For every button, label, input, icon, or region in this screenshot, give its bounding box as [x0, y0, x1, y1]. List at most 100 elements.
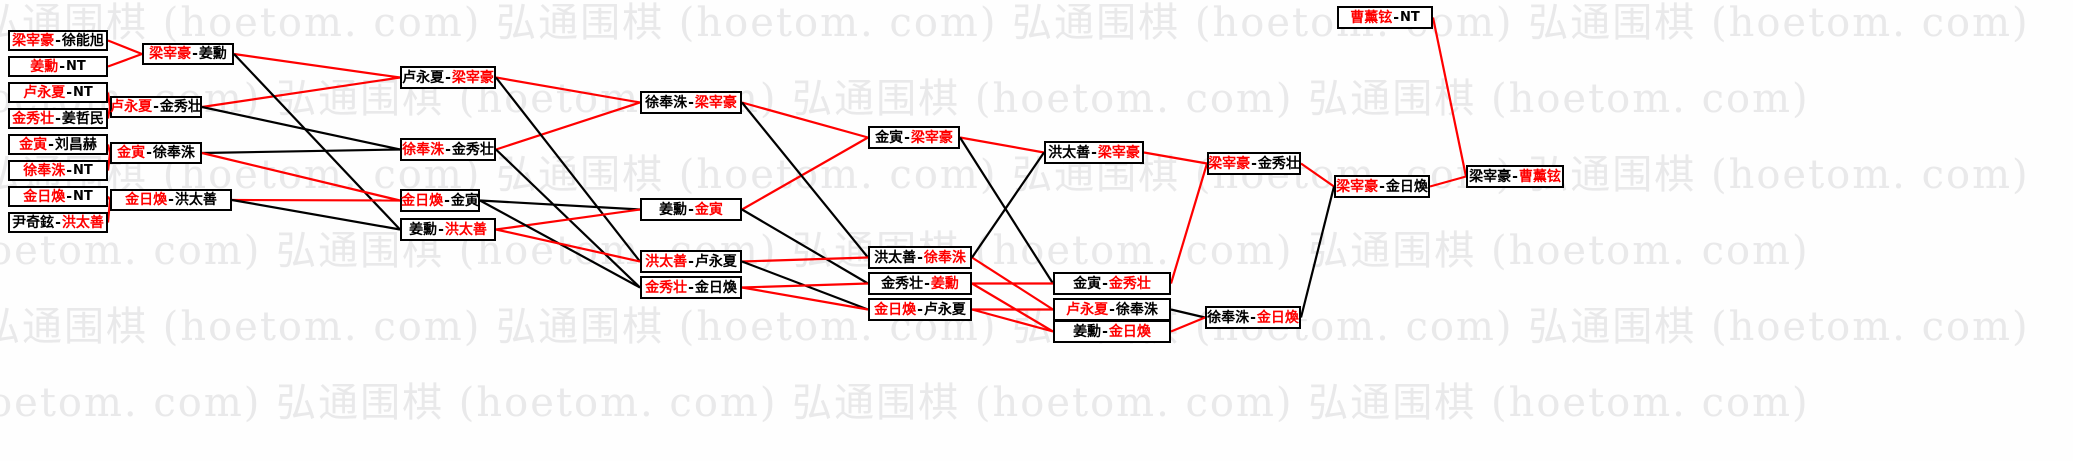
match-node[interactable]: 姜勳-金日煥 [1053, 320, 1171, 343]
match-node[interactable]: 徐奉洙-NT [8, 160, 108, 181]
player-a: 卢永夏 [1066, 301, 1109, 318]
player-a: 梁宰豪 [1469, 168, 1512, 185]
match-node[interactable]: 卢永夏-金秀壮 [110, 96, 202, 118]
connector-line [201, 105, 401, 151]
match-node[interactable]: 梁宰豪-金日煥 [1334, 175, 1430, 198]
player-a: 徐奉洙 [23, 162, 66, 179]
player-b: 金秀壮 [1257, 155, 1300, 172]
player-a: 金日煥 [23, 188, 66, 205]
player-b: 金日煥 [1108, 323, 1151, 340]
match-node[interactable]: 金寅-徐奉洙 [110, 142, 202, 164]
match-node[interactable]: 梁宰豪-姜勳 [142, 43, 234, 65]
connector-line [201, 151, 401, 202]
match-node[interactable]: 金日煥-NT [8, 186, 108, 207]
player-a: 金秀壮 [881, 275, 924, 292]
name-separator: - [1251, 155, 1257, 172]
connector-line [1429, 175, 1467, 188]
name-separator: - [445, 141, 451, 158]
player-a: 金秀壮 [12, 110, 55, 127]
match-node[interactable]: 金寅-刘昌赫 [8, 134, 108, 155]
connector-line [971, 282, 1054, 333]
match-node[interactable]: 金寅-金秀壮 [1053, 272, 1171, 295]
player-b: 徐能旭 [61, 32, 104, 49]
match-node[interactable]: 金日煥-洪太善 [110, 189, 232, 211]
match-node[interactable]: 姜勳-金寅 [640, 198, 742, 221]
connector-line [741, 136, 869, 211]
player-b: 卢永夏 [923, 301, 966, 318]
player-b: 梁宰豪 [1097, 144, 1140, 161]
match-node[interactable]: 金日煥-卢永夏 [868, 298, 972, 321]
name-separator: - [55, 110, 61, 127]
match-node[interactable]: 洪太善-徐奉洙 [868, 246, 972, 269]
match-node[interactable]: 洪太善-梁宰豪 [1044, 141, 1144, 164]
player-b: 金秀壮 [451, 141, 494, 158]
match-node[interactable]: 徐奉洙-金秀壮 [400, 138, 496, 161]
connector-line [971, 151, 1045, 259]
match-node[interactable]: 卢永夏-梁宰豪 [400, 66, 496, 89]
match-node[interactable]: 姜勳-洪太善 [400, 218, 496, 241]
connector-line [1169, 163, 1209, 284]
connector-line [959, 136, 1054, 285]
player-a: 金日煥 [874, 301, 917, 318]
player-a: 金日煥 [401, 192, 444, 209]
player-b: NT [1400, 10, 1420, 25]
match-node[interactable]: 金寅-梁宰豪 [868, 126, 960, 149]
connector-line [495, 76, 641, 263]
name-separator: - [438, 221, 444, 238]
player-b: 徐奉洙 [1115, 301, 1158, 318]
player-a: 姜勳 [1073, 323, 1102, 340]
connector-line [741, 101, 869, 259]
match-node[interactable]: 金秀壮-姜哲民 [8, 108, 108, 129]
name-separator: - [1091, 144, 1097, 161]
match-node[interactable]: 卢永夏-徐奉洙 [1053, 298, 1171, 321]
player-b: 梁宰豪 [451, 69, 494, 86]
match-node[interactable]: 尹奇鉉-洪太善 [8, 212, 108, 233]
match-node[interactable]: 梁宰豪-徐能旭 [8, 30, 108, 51]
match-node[interactable]: 梁宰豪-金秀壮 [1207, 152, 1301, 175]
name-separator: - [66, 188, 73, 205]
name-separator: - [688, 94, 694, 111]
player-a: 卢永夏 [110, 99, 153, 115]
connector-line [106, 106, 112, 119]
name-separator: - [444, 192, 450, 209]
name-separator: - [688, 253, 694, 270]
player-b: 刘昌赫 [54, 136, 97, 153]
name-separator: - [1250, 309, 1256, 326]
connector-line [231, 198, 401, 231]
match-node[interactable]: 金秀壮-姜勳 [868, 272, 972, 295]
match-node[interactable]: 洪太善-卢永夏 [640, 250, 742, 273]
player-a: 尹奇鉉 [12, 214, 55, 231]
player-b: 徐奉洙 [152, 145, 195, 161]
name-separator: - [55, 32, 61, 49]
match-node[interactable]: 梁宰豪-曹薰铉 [1466, 165, 1564, 188]
match-node[interactable]: 徐奉洙-金日煥 [1205, 306, 1301, 329]
connector-line [1143, 151, 1208, 165]
connector-line [495, 208, 641, 231]
connector-line [971, 308, 1054, 333]
match-node[interactable]: 姜勳-NT [8, 56, 108, 77]
connector-line [479, 199, 641, 211]
match-node[interactable]: 曹薰铉-NT [1337, 6, 1433, 29]
player-a: 卢永夏 [23, 84, 66, 101]
match-node[interactable]: 金日煥-金寅 [400, 189, 480, 212]
name-separator: - [55, 214, 61, 231]
connector-line [1170, 316, 1206, 333]
player-a: 梁宰豪 [12, 32, 55, 49]
connector-line [1299, 186, 1336, 318]
player-a: 梁宰豪 [1336, 178, 1379, 195]
player-b: 金寅 [694, 201, 723, 218]
name-separator: - [917, 249, 923, 266]
player-a: 姜勳 [409, 221, 438, 238]
connector-line [106, 199, 112, 223]
connector-line [741, 282, 869, 289]
match-node[interactable]: 徐奉洙-梁宰豪 [640, 91, 742, 114]
player-b: 金日煥 [1385, 178, 1428, 195]
player-a: 徐奉洙 [1207, 309, 1250, 326]
match-node[interactable]: 卢永夏-NT [8, 82, 108, 103]
match-node[interactable]: 金秀壮-金日煥 [640, 276, 742, 299]
player-b: 金秀壮 [159, 99, 202, 115]
player-b: NT [73, 189, 93, 204]
name-separator: - [904, 129, 910, 146]
